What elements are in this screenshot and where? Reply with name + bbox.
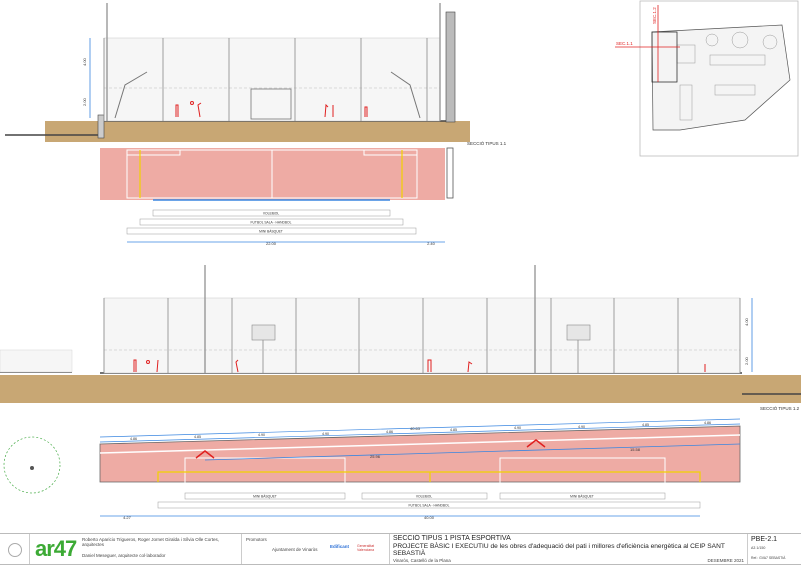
dim-court-width: 22.00 bbox=[266, 241, 277, 246]
soil-band bbox=[0, 375, 801, 403]
reference: Ref.: GVA7 SEBASTIÀ bbox=[751, 556, 786, 560]
zone-voleibol: VOLEIBOL bbox=[416, 495, 432, 499]
height-dim-lower: 2.00 bbox=[744, 356, 749, 365]
tree-icon bbox=[3, 436, 61, 494]
segment-dim: 4.90 bbox=[258, 433, 265, 437]
height-dim-upper: 4.00 bbox=[82, 57, 87, 66]
segment-dims: 4.86 4.85 4.90 4.90 4.86 4.85 4.90 4.90 … bbox=[130, 421, 711, 441]
segment-dim: 4.90 bbox=[322, 432, 329, 436]
segment-dim: 4.86 bbox=[386, 430, 393, 434]
segment-dim: 4.85 bbox=[194, 435, 201, 439]
segment-dim: 4.85 bbox=[642, 423, 649, 427]
zone-futbol-sala: FUTBOL SALA - HANDBOL bbox=[409, 504, 450, 508]
key-plan: SEC.1.1 SEC.1.2 bbox=[615, 0, 799, 157]
section-2-plan: 25.96 15.58 40.63 4.86 4.85 4.90 4.90 4.… bbox=[3, 418, 741, 520]
inner-dim-2: 15.58 bbox=[630, 447, 641, 452]
promoter-3: Generalitat Valenciana bbox=[357, 544, 375, 553]
segment-dim: 4.85 bbox=[450, 428, 457, 432]
soil-band bbox=[45, 121, 470, 142]
player-figures bbox=[175, 101, 368, 118]
player-figures bbox=[133, 359, 706, 373]
segment-dim: 4.86 bbox=[130, 437, 137, 441]
zone-voleibol: VOLEIBOL bbox=[263, 212, 279, 216]
segment-dim: 4.86 bbox=[704, 421, 711, 425]
fence-mesh bbox=[103, 37, 441, 122]
promoter-2: Edificant bbox=[330, 544, 350, 549]
segment-dim: 4.90 bbox=[514, 426, 521, 430]
access-arrow-icon bbox=[195, 439, 546, 459]
height-dim-lower: 2.00 bbox=[82, 97, 87, 106]
basket-right bbox=[390, 71, 421, 119]
project-name: PROJECTE BÀSIC I EXECUTIU de les obres d… bbox=[393, 543, 725, 557]
light-poles bbox=[204, 265, 536, 373]
dim-court-length: 40.00 bbox=[424, 515, 435, 520]
sheet-cell: PBE-2.1 A3 1/150 Ref.: GVA7 SEBASTIÀ bbox=[748, 534, 801, 564]
segment-dim: 4.90 bbox=[578, 425, 585, 429]
wall bbox=[445, 11, 456, 123]
sheet-title: SECCIÓ TIPUS 1 PISTA ESPORTIVA bbox=[393, 535, 511, 542]
logo: ar47 bbox=[35, 536, 77, 561]
authors: Roberto Aparicio Trigueros, Roger Jornet… bbox=[82, 537, 220, 548]
sheet-number: PBE-2.1 bbox=[751, 536, 778, 543]
stamp-circle-icon bbox=[7, 543, 22, 557]
inner-dim-1: 25.96 bbox=[370, 454, 381, 459]
title-block: ar47 Roberto Aparicio Trigueros, Roger J… bbox=[0, 533, 801, 565]
section-2-label: SECCIÓ TIPUS 1.2 bbox=[760, 405, 800, 411]
zone-mini-basquet: MINI BÀSQUET bbox=[259, 230, 283, 234]
drawing-sheet: 4.00 2.00 SECCIÓ TIPUS 1.1 VOLEIBOL FUTB… bbox=[0, 0, 801, 520]
dim-total-top: 40.63 bbox=[410, 426, 421, 431]
key-sec-2-label: SEC.1.2 bbox=[652, 7, 657, 24]
project-cell: SECCIÓ TIPUS 1 PISTA ESPORTIVA PROJECTE … bbox=[390, 534, 748, 564]
zone-mini-basquet-left: MINI BÀSQUET bbox=[253, 495, 277, 499]
date: DESEMBRE 2021 bbox=[707, 558, 744, 563]
collaborator: Daniel Meseguer, arquitecte col·laborado… bbox=[82, 553, 166, 558]
light-poles bbox=[106, 3, 441, 121]
section-2-elevation: 4.00 2.00 SECCIÓ TIPUS 1.2 bbox=[0, 265, 801, 411]
goal bbox=[250, 88, 292, 120]
zone-futbol-sala: FUTBOL SALA - HANDBOL bbox=[251, 221, 292, 225]
key-sec-1-label: SEC.1.1 bbox=[616, 41, 633, 46]
section-1-label: SECCIÓ TIPUS 1.1 bbox=[467, 140, 507, 146]
dim-side: 2.40 bbox=[427, 241, 436, 246]
section-1-elevation: 4.00 2.00 SECCIÓ TIPUS 1.1 bbox=[5, 3, 507, 146]
height-dim-upper: 4.00 bbox=[744, 317, 749, 326]
promoters-label: Promotors bbox=[246, 537, 267, 542]
promoters-cell: Promotors Ajuntament de Vinaròs Edifican… bbox=[242, 534, 390, 564]
basket-left bbox=[114, 71, 148, 119]
section-1-plan: VOLEIBOL FUTBOL SALA - HANDBOL MINI BÀSQ… bbox=[100, 147, 454, 246]
scale: A3 1/150 bbox=[751, 546, 766, 550]
location: Vinaròs, Castelló de la Plana bbox=[393, 558, 451, 563]
promoter-1: Ajuntament de Vinaròs bbox=[272, 547, 318, 552]
zone-mini-basquet-right: MINI BÀSQUET bbox=[570, 495, 594, 499]
dim-offset: 4.27 bbox=[123, 515, 132, 520]
architects-cell: ar47 Roberto Aparicio Trigueros, Roger J… bbox=[30, 534, 242, 564]
fence-mesh bbox=[103, 297, 741, 374]
basket-boards bbox=[251, 324, 591, 341]
